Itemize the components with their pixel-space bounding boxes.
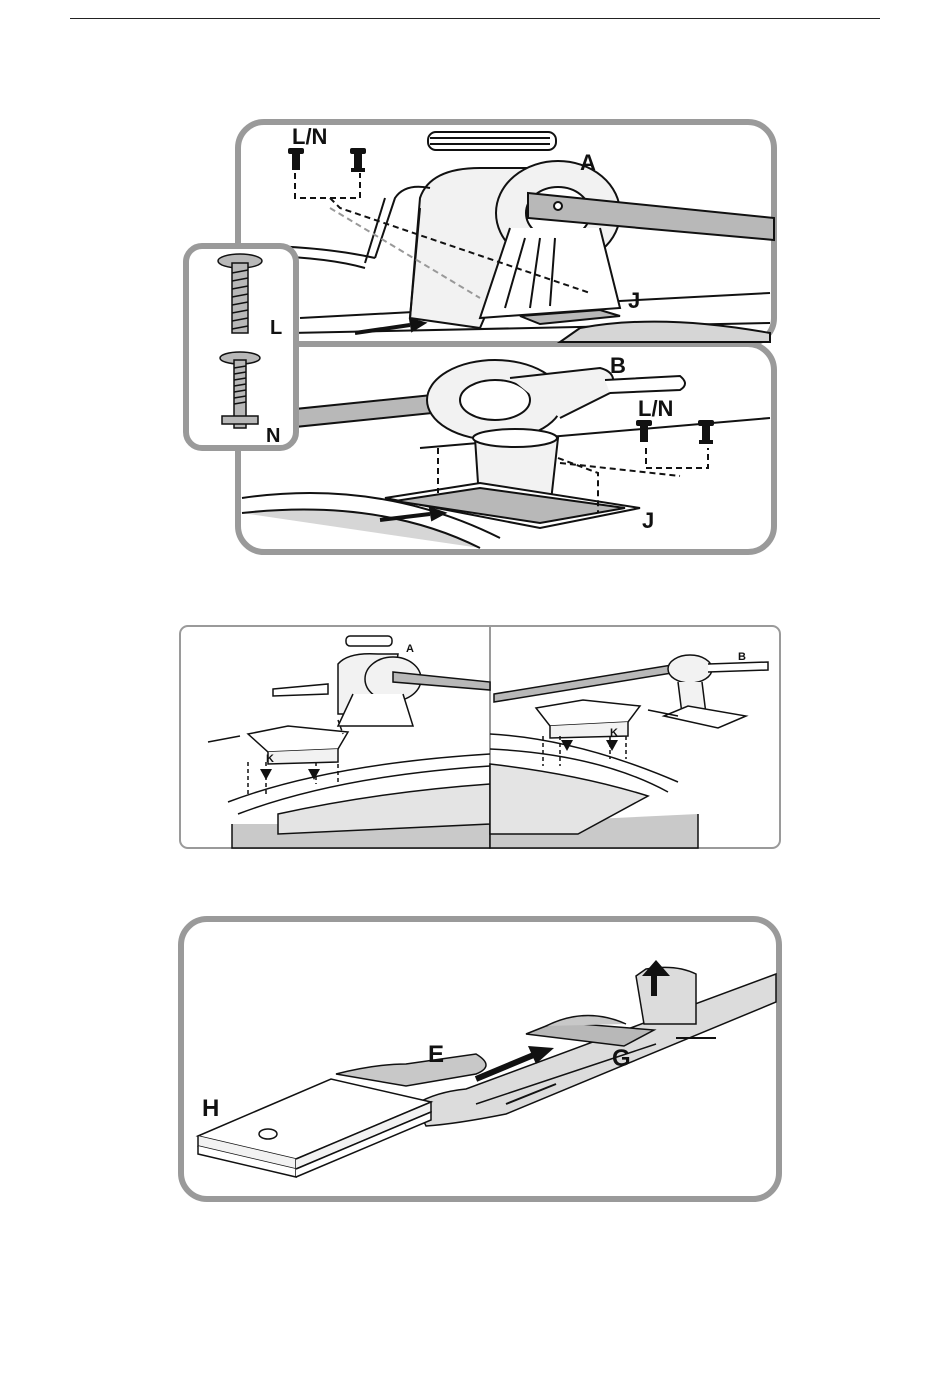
figure-cover-strap: E G H: [176, 914, 784, 1204]
header-rule: [70, 18, 880, 19]
figure-mounting-brackets: L/N A J B L/N J: [180, 118, 780, 558]
label-right-k: K: [610, 727, 618, 739]
figure-1-svg: L/N A J B L/N J: [180, 118, 780, 558]
label-h: H: [202, 1095, 219, 1122]
label-inset-n: N: [266, 425, 280, 447]
label-g: G: [612, 1045, 631, 1072]
label-bottom-b: B: [610, 353, 626, 378]
label-top-ln: L/N: [292, 124, 327, 149]
label-top-j: J: [628, 288, 640, 313]
figure-clamp-installation: A K B K: [178, 624, 782, 850]
label-left-a: A: [406, 643, 414, 655]
figure-3-svg: E G H: [176, 914, 784, 1204]
label-inset-l: L: [270, 317, 282, 339]
label-bottom-ln: L/N: [638, 396, 673, 421]
label-bottom-j: J: [642, 508, 654, 533]
label-top-a: A: [580, 150, 596, 175]
label-e: E: [428, 1041, 444, 1068]
label-right-b: B: [738, 651, 746, 663]
label-left-k: K: [266, 753, 274, 765]
figure-2-svg: A K B K: [178, 624, 782, 850]
